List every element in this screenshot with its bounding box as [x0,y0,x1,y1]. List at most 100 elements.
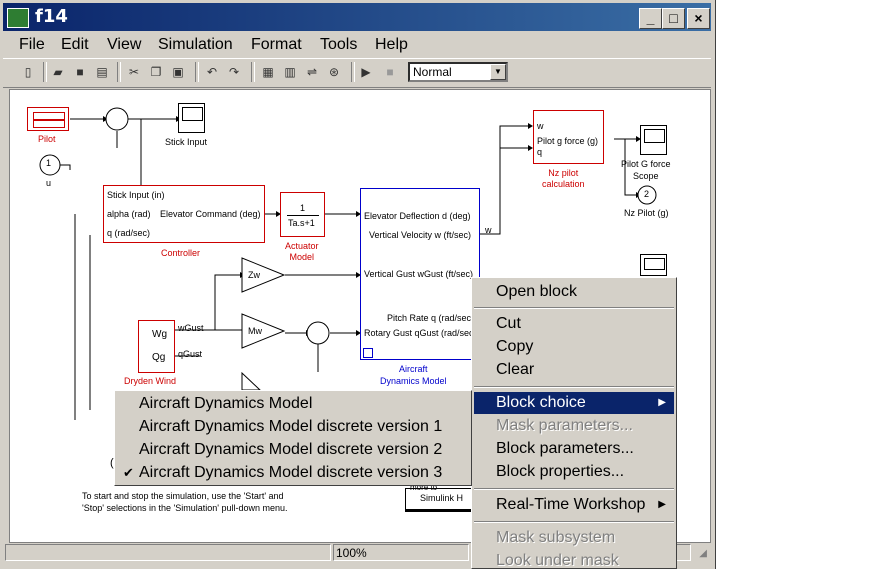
instructions-text: To start and stop the simulation, use th… [82,491,288,513]
actuator-numerator: 1 [300,203,306,213]
status-message [5,544,331,561]
simulink-help-block[interactable]: more to Simulink H [405,483,477,512]
model-browser-icon[interactable]: ▥ [284,65,296,79]
dryden-port-wg: Wg [152,329,167,340]
mw-gain-label: Mw [248,326,262,336]
simulink-help-label: Simulink H [420,493,464,503]
ctx-block-choice[interactable]: Block choice ▶ [474,392,674,414]
zoom-level: 100% [333,544,469,561]
controller-port-out: Elevator Command (deg) [160,209,261,219]
menu-separator [474,488,674,490]
choice-discrete-3[interactable]: ✔ Aircraft Dynamics Model discrete versi… [117,462,469,484]
library-browser-icon[interactable]: ▦ [262,65,274,79]
controller-block[interactable]: Stick Input (in) alpha (rad) q (rad/sec)… [103,185,265,243]
ctx-open-block[interactable]: Open block [496,283,577,300]
save-icon[interactable]: ■ [76,65,84,79]
wgust-signal-label: wGust [178,323,204,333]
maximize-button[interactable]: □ [662,8,685,29]
scope-icon [182,107,203,121]
scope-icon [644,258,665,270]
menu-edit[interactable]: Edit [61,36,89,53]
controller-port-q: q (rad/sec) [107,228,151,238]
menu-view[interactable]: View [107,36,142,53]
ctx-clear[interactable]: Clear [496,361,535,378]
toolbar-separator [43,62,47,82]
resize-grip-icon[interactable]: ◢ [699,548,707,559]
fraction-line [287,215,319,216]
debug-icon[interactable]: ⊛ [328,65,340,79]
menu-help[interactable]: Help [375,36,408,53]
ctx-block-parameters[interactable]: Block parameters... [496,440,634,457]
ctx-copy[interactable]: Copy [496,338,534,355]
simulation-mode-select[interactable]: Normal ▼ [408,62,508,82]
aircraft-dynamics-block[interactable]: Elevator Deflection d (deg) Vertical Vel… [360,188,480,360]
ctx-look-under-mask[interactable]: Look under mask [496,552,619,569]
checkmark-icon: ✔ [123,465,134,480]
choice-discrete-1[interactable]: Aircraft Dynamics Model discrete version… [117,416,469,438]
dryden-wind-block[interactable]: Wg Qg [138,320,175,373]
cut-icon[interactable]: ✂ [128,65,140,79]
ctx-mask-subsystem[interactable]: Mask subsystem [496,529,616,546]
toolbar-separator [195,62,199,82]
close-icon: × [694,10,703,26]
undo-icon[interactable]: ↶ [206,65,218,79]
paste-icon[interactable]: ▣ [172,65,184,79]
menu-separator [474,521,674,523]
stick-input-scope[interactable] [178,103,205,133]
dryden-wind-label: Dryden Wind [124,376,177,386]
redo-icon[interactable]: ↷ [228,65,240,79]
nz-pilot-outport-label: Nz Pilot (g) [624,208,669,218]
ctx-cut[interactable]: Cut [496,315,521,332]
pilot-block-icon [33,112,65,120]
pilot-g-scope[interactable] [640,125,667,155]
dryden-port-qg: Qg [152,352,166,363]
aircraft-port-wgust: Vertical Gust wGust (ft/sec) [364,269,474,279]
ctx-block-properties[interactable]: Block properties... [496,463,625,480]
minimize-button[interactable]: _ [639,8,662,29]
new-icon[interactable]: ▯ [24,65,32,79]
aircraft-port-w: Vertical Velocity w (ft/sec) [369,230,472,240]
choice-discrete-2[interactable]: Aircraft Dynamics Model discrete version… [117,439,469,461]
window-title: f14 [35,6,68,27]
start-simulation-icon[interactable]: ▶ [361,65,371,79]
scope-icon [644,129,665,143]
actuator-block[interactable]: 1 Ta.s+1 [280,192,325,237]
ctx-mask-parameters[interactable]: Mask parameters... [496,417,633,434]
choice-continuous[interactable]: Aircraft Dynamics Model [117,393,469,415]
nz-port-g: Pilot g force (g) [537,136,599,146]
u-inport-number: 1 [46,158,52,168]
aircraft-port-qgust: Rotary Gust qGust (rad/sec) [364,328,477,338]
choice-label: Aircraft Dynamics Model discrete version… [139,441,443,458]
simulink-app-icon[interactable] [7,8,29,28]
update-diagram-icon[interactable]: ⇌ [306,65,318,79]
ctx-real-time-workshop[interactable]: Real-Time Workshop ▶ [474,494,674,516]
signal-lines [39,107,657,420]
aircraft-dynamics-label: Aircraft Dynamics Model [380,364,447,386]
submenu-arrow-icon: ▶ [658,499,666,510]
toolbar-separator [117,62,121,82]
toolbar-separator [351,62,355,82]
choice-label: Aircraft Dynamics Model discrete version… [139,418,443,435]
menu-simulation[interactable]: Simulation [158,36,233,53]
chevron-down-icon[interactable]: ▼ [490,64,506,80]
open-icon[interactable]: ▰ [53,65,63,79]
ctx-block-choice-label: Block choice [496,394,586,411]
stop-simulation-icon[interactable]: ■ [386,65,394,79]
title-bar[interactable]: f14 _ □ × [3,3,711,31]
w-signal-label: w [485,225,492,235]
menu-separator [474,386,674,388]
nz-pilot-block[interactable]: w Pilot g force (g) q [533,110,604,164]
pilot-label: Pilot [38,134,56,144]
close-button[interactable]: × [687,8,710,29]
print-icon[interactable]: ▤ [96,65,108,79]
menu-file[interactable]: File [19,36,45,53]
pilot-block[interactable] [27,107,69,131]
aircraft-port-elevator: Elevator Deflection d (deg) [364,211,471,221]
aircraft-port-q: Pitch Rate q (rad/sec) [387,313,475,323]
zw-gain-label: Zw [248,270,260,280]
copy-icon[interactable]: ❐ [150,65,162,79]
menu-tools[interactable]: Tools [320,36,358,53]
menu-bar: File Edit View Simulation Format Tools H… [3,33,711,55]
menu-format[interactable]: Format [251,36,302,53]
scope-block-partial[interactable] [640,254,667,276]
